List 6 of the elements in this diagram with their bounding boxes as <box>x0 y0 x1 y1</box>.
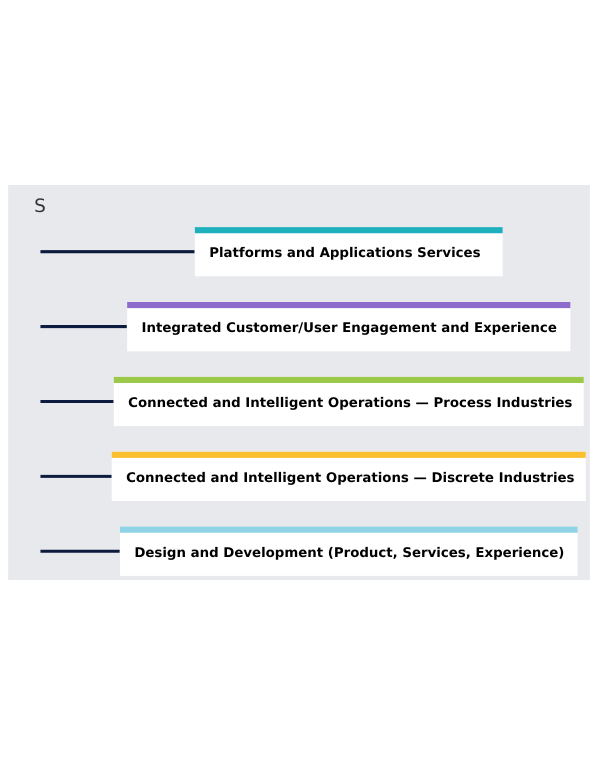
connector <box>40 250 194 253</box>
connector <box>40 324 127 328</box>
connector <box>40 474 112 478</box>
connector <box>40 549 120 552</box>
connector <box>40 399 114 403</box>
label: S <box>34 196 46 217</box>
